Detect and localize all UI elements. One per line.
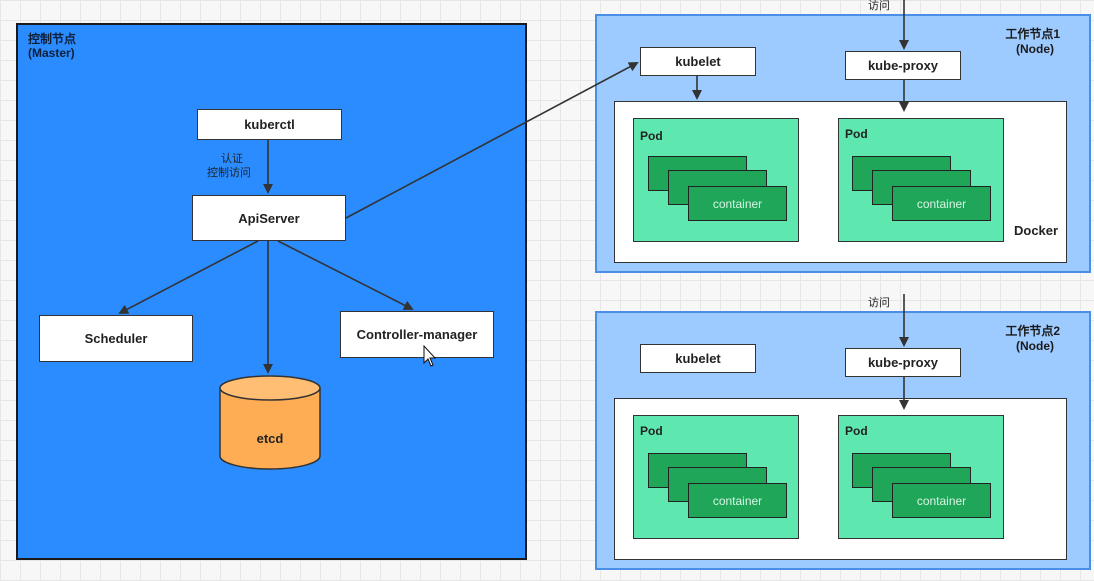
- node1-pod-2-container: container: [892, 186, 991, 221]
- master-title-line2: (Master): [28, 46, 75, 60]
- node1-title: 工作节点1 (Node): [980, 27, 1060, 57]
- node1-access-label: 访问: [868, 0, 890, 12]
- kuberctl-box: kuberctl: [197, 109, 342, 140]
- scheduler-box: Scheduler: [39, 315, 193, 362]
- node2-title-line1: 工作节点2: [1005, 324, 1060, 338]
- auth-label-line1: 认证: [221, 153, 243, 165]
- controller-manager-box: Controller-manager: [340, 311, 494, 358]
- node2-kubelet-box: kubelet: [640, 344, 756, 373]
- auth-label-2: 控制访问: [207, 166, 251, 180]
- arrow-apiserver-scheduler: [118, 240, 259, 314]
- node2-pod-2-container: container: [892, 483, 991, 518]
- apiserver-box: ApiServer: [192, 195, 346, 241]
- node1-title-line1: 工作节点1: [1005, 27, 1060, 41]
- node1-title-line2: (Node): [1016, 42, 1054, 56]
- node1-kubelet-box: kubelet: [640, 47, 756, 76]
- node1-kube-proxy-box: kube-proxy: [845, 51, 961, 80]
- node2-pod-1-label: Pod: [640, 424, 663, 438]
- node2-pod-1-container: container: [688, 483, 787, 518]
- arrow-apiserver-controller: [277, 240, 414, 310]
- node2-title: 工作节点2 (Node): [980, 324, 1060, 354]
- auth-label: 认证: [221, 152, 243, 166]
- node2-title-line2: (Node): [1016, 339, 1054, 353]
- etcd-cylinder: [219, 375, 321, 470]
- mouse-cursor-icon: [423, 345, 437, 367]
- node1-pod-1-label: Pod: [640, 129, 663, 143]
- node2-kube-proxy-box: kube-proxy: [845, 348, 961, 377]
- node1-pod-1-container: container: [688, 186, 787, 221]
- node1-pod-2-label: Pod: [845, 127, 868, 141]
- node1-docker-label: Docker: [1014, 223, 1059, 238]
- node2-access-label: 访问: [868, 297, 890, 309]
- auth-label-line2: 控制访问: [207, 167, 251, 179]
- arrow-apiserver-kubelet: [345, 62, 639, 219]
- master-title: 控制节点 (Master): [28, 32, 76, 60]
- master-title-line1: 控制节点: [28, 32, 77, 46]
- node2-pod-2-label: Pod: [845, 424, 868, 438]
- etcd-label: etcd: [256, 431, 284, 446]
